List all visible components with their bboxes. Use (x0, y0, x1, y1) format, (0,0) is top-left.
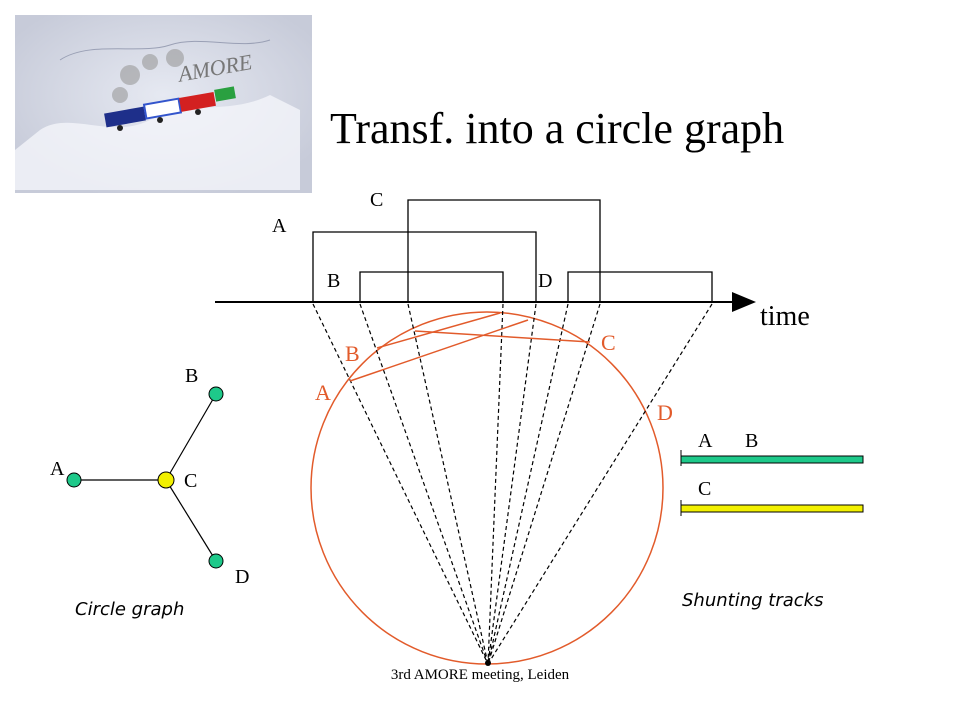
graph-node-B (208, 386, 224, 402)
amore-logo: AMORE (15, 15, 312, 193)
graph-node-C (157, 471, 175, 489)
slide-footer: 3rd AMORE meeting, Leiden (391, 667, 570, 683)
shunting-track-2-label-C: C (698, 478, 711, 500)
graph-node-D (208, 553, 224, 569)
circle-chords (349, 312, 591, 382)
chord-A (349, 319, 529, 382)
slide-title: Transf. into a circle graph (330, 104, 784, 153)
shunting-track-1 (680, 455, 864, 464)
shunting-tracks: A B C Shunting tracks (680, 430, 864, 611)
chord-label-C: C (601, 330, 616, 355)
shunting-track-1-label-A: A (698, 430, 713, 452)
chord-label-A: A (315, 380, 331, 405)
interval-D: D (538, 270, 713, 302)
interval-B: B (327, 270, 504, 302)
shunting-track-1-label-B: B (745, 430, 758, 452)
chord-B (376, 312, 501, 349)
interval-label-B: B (327, 270, 340, 292)
shunting-tracks-caption: Shunting tracks (682, 590, 823, 611)
graph-node-A (66, 472, 82, 488)
graph-node-label-B: B (185, 365, 198, 387)
interval-label-A: A (272, 215, 287, 237)
graph-node-label-A: A (50, 458, 65, 480)
interval-label-C: C (370, 189, 383, 211)
chord-label-D: D (657, 400, 673, 425)
interval-label-D: D (538, 270, 552, 292)
circle-graph-caption: Circle graph (75, 599, 184, 620)
interval-C: C (370, 189, 601, 302)
chord-label-B: B (345, 341, 360, 366)
interval-endpoint-guides (312, 200, 713, 302)
projection-center-point (485, 660, 491, 666)
time-axis-label: time (760, 301, 810, 332)
circle-outline (310, 311, 664, 665)
circle-graph: A B C D Circle graph (50, 365, 249, 620)
interval-A: A (272, 215, 537, 302)
shunting-track-2 (680, 504, 864, 513)
train-icon (104, 86, 236, 131)
chord-C (414, 330, 591, 343)
graph-node-label-C: C (184, 470, 197, 492)
smoke-icon (112, 49, 184, 103)
graph-node-label-D: D (235, 566, 249, 588)
projection-lines (312, 303, 713, 665)
